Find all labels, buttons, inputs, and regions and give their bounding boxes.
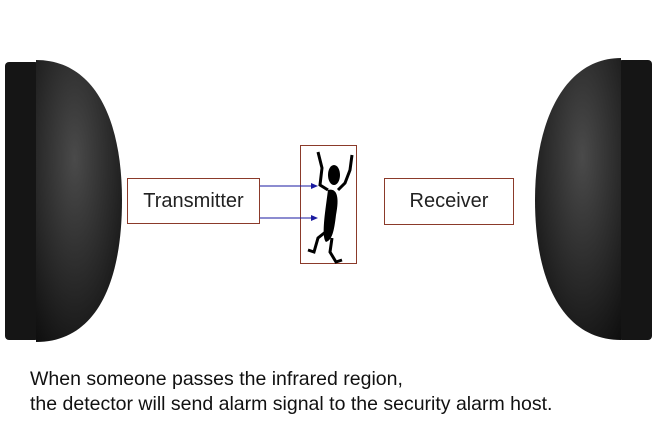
receiver-label-box: Receiver [384, 178, 514, 225]
transmitter-device [5, 60, 122, 342]
receiver-device [535, 58, 652, 340]
infrared-beams [253, 183, 318, 221]
intruder-figure [300, 145, 357, 264]
transmitter-label: Transmitter [143, 189, 244, 212]
caption-line-1: When someone passes the infrared region, [30, 368, 403, 390]
transmitter-label-box: Transmitter [127, 178, 260, 224]
caption-line-2: the detector will send alarm signal to t… [30, 393, 553, 415]
receiver-label: Receiver [409, 190, 489, 212]
